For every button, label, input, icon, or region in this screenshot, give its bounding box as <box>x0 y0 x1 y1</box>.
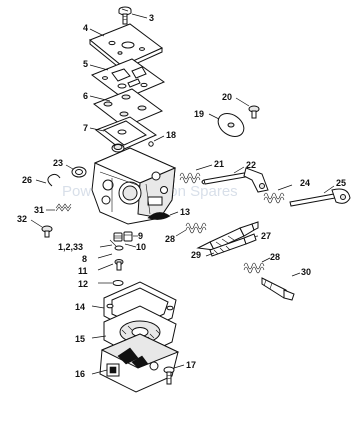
callout-9: 9 <box>138 231 143 241</box>
callout-5: 5 <box>83 59 88 69</box>
callout-19: 19 <box>194 109 204 119</box>
leader-15 <box>91 335 107 339</box>
leader-32 <box>30 219 43 228</box>
callout-30: 30 <box>301 267 311 277</box>
part-27-needle <box>196 221 259 251</box>
leader-11 <box>97 263 114 271</box>
callout-25: 25 <box>336 178 346 188</box>
leader-21 <box>195 164 213 171</box>
leader-19 <box>208 113 220 120</box>
callout-16: 16 <box>75 369 85 379</box>
callout-10: 10 <box>136 242 146 252</box>
part-6-pump-diaphragm <box>92 88 164 128</box>
leader-7 <box>89 127 105 132</box>
leader-30 <box>291 272 301 277</box>
callout-6: 6 <box>83 91 88 101</box>
leader-123 <box>99 244 113 248</box>
part-17-screw <box>163 366 175 385</box>
part-30-needle <box>261 277 295 301</box>
leader-22 <box>233 166 245 174</box>
callout-29: 29 <box>191 250 201 260</box>
leader-23 <box>65 164 74 170</box>
callout-24: 24 <box>300 178 310 188</box>
part-carburetor-body <box>91 143 177 225</box>
part-12-filter <box>112 280 124 286</box>
part-9-10-fittings <box>109 231 133 271</box>
callout-8: 8 <box>82 254 87 264</box>
callout-15: 15 <box>75 334 85 344</box>
callout-28a: 28 <box>165 234 175 244</box>
part-21-spring <box>179 172 201 184</box>
callout-23: 23 <box>53 158 63 168</box>
part-23-clip <box>71 166 87 178</box>
leader-5 <box>89 64 109 71</box>
leader-3 <box>131 13 148 19</box>
leader-16 <box>91 369 108 375</box>
part-3-screw <box>118 6 132 25</box>
leader-24 <box>277 184 293 191</box>
part-26-c-clip <box>47 173 61 187</box>
callout-3: 3 <box>149 13 154 23</box>
callout-31: 31 <box>34 205 44 215</box>
callout-28b: 28 <box>270 252 280 262</box>
callout-14: 14 <box>75 302 85 312</box>
part-13-shutter <box>147 212 171 220</box>
leader-29 <box>205 252 215 257</box>
part-16-end-cover <box>99 333 180 393</box>
leader-25 <box>323 185 335 194</box>
leader-13 <box>169 211 179 216</box>
callout-4: 4 <box>83 23 88 33</box>
leader-4 <box>89 28 105 37</box>
part-22-throttle-shaft <box>201 167 269 193</box>
leader-14 <box>91 305 105 309</box>
callout-18: 18 <box>166 130 176 140</box>
callout-26: 26 <box>22 175 32 185</box>
callout-17: 17 <box>186 360 196 370</box>
callout-27: 27 <box>261 231 271 241</box>
leader-17 <box>173 364 185 369</box>
part-5-gasket <box>90 58 166 100</box>
leader-26 <box>35 179 47 184</box>
part-31-spring <box>55 203 72 212</box>
leader-20 <box>235 97 250 107</box>
callout-21: 21 <box>214 159 224 169</box>
leader-10 <box>124 243 137 248</box>
leader-28b <box>261 257 271 263</box>
part-19-disc <box>217 113 245 137</box>
callout-32: 32 <box>17 214 27 224</box>
leader-28a <box>175 229 187 237</box>
callout-12: 12 <box>78 279 88 289</box>
part-24-spring <box>263 192 285 204</box>
part-28-spring-a <box>185 222 207 234</box>
callout-7: 7 <box>83 123 88 133</box>
part-4-cover-plate <box>89 23 163 72</box>
callout-1-2-33: 1,2,33 <box>58 242 83 252</box>
part-18-ball <box>148 141 154 147</box>
part-32-screw <box>41 225 53 238</box>
part-25-choke-shaft <box>289 188 351 207</box>
part-28-spring-b <box>243 262 265 274</box>
part-7-gasket <box>94 116 158 151</box>
part-20-screw <box>248 105 260 119</box>
callout-11: 11 <box>78 266 88 276</box>
leader-6 <box>89 95 111 102</box>
callout-20: 20 <box>222 92 232 102</box>
callout-13: 13 <box>180 207 190 217</box>
leader-18 <box>153 135 165 142</box>
callout-22: 22 <box>246 160 256 170</box>
leader-8 <box>97 253 113 259</box>
